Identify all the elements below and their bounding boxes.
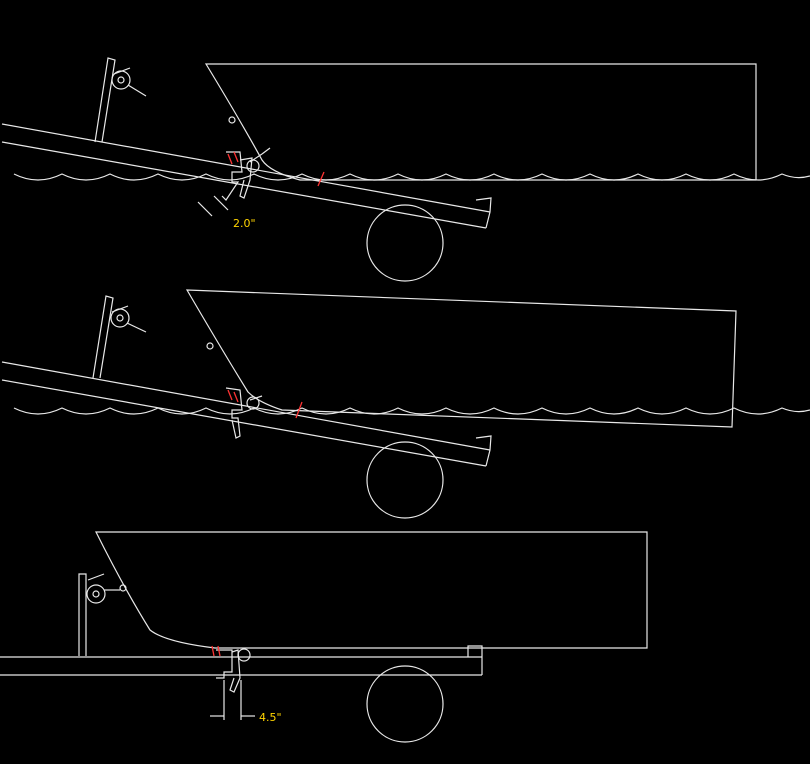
trailer-frame-bottom-1 bbox=[1, 141, 487, 229]
winch-post-2 bbox=[92, 295, 114, 379]
trailer-frame-top-1 bbox=[1, 123, 491, 213]
trailer-end-block-1 bbox=[475, 197, 492, 229]
waterline-2 bbox=[13, 407, 810, 415]
dimension-top-gap: 2.0" bbox=[233, 217, 256, 230]
trailer-wheel-1 bbox=[366, 204, 444, 282]
trailer-wheel-3 bbox=[366, 665, 444, 743]
waterline-1 bbox=[13, 173, 810, 181]
panel-1-floating bbox=[1, 57, 810, 282]
wear-pads-2 bbox=[227, 389, 303, 419]
trailer-frame-top-2 bbox=[1, 361, 491, 451]
winch-3 bbox=[86, 584, 106, 604]
boat-hull-1 bbox=[204, 63, 757, 181]
bow-eye-2 bbox=[206, 342, 214, 350]
keel-roller-bracket-3 bbox=[216, 649, 233, 679]
winch-post-1 bbox=[94, 57, 116, 143]
trailer-end-block-2 bbox=[475, 435, 492, 467]
bow-eye-3 bbox=[119, 584, 127, 592]
keel-roller-bracket-1 bbox=[221, 151, 243, 201]
trailer-wheel-2 bbox=[366, 441, 444, 519]
boat-hull-2 bbox=[185, 289, 737, 428]
winch-strap-2 bbox=[126, 322, 147, 333]
panel-3-loaded bbox=[0, 531, 648, 743]
winch-post-3 bbox=[78, 573, 87, 656]
dimension-bottom-gap: 4.5" bbox=[259, 711, 282, 724]
panel-2-loading bbox=[1, 289, 810, 519]
wear-pads-1 bbox=[227, 151, 325, 187]
boat-hull-3 bbox=[95, 531, 648, 649]
wear-pads-3 bbox=[211, 645, 221, 657]
winch-strap-1 bbox=[127, 84, 147, 97]
keel-roller-bracket-2 bbox=[225, 387, 243, 439]
trailer-frame-bottom-2 bbox=[1, 379, 487, 467]
trailer-end-block-3 bbox=[467, 645, 483, 675]
bow-eye-1 bbox=[228, 116, 236, 124]
keel-roller-3 bbox=[237, 648, 251, 662]
